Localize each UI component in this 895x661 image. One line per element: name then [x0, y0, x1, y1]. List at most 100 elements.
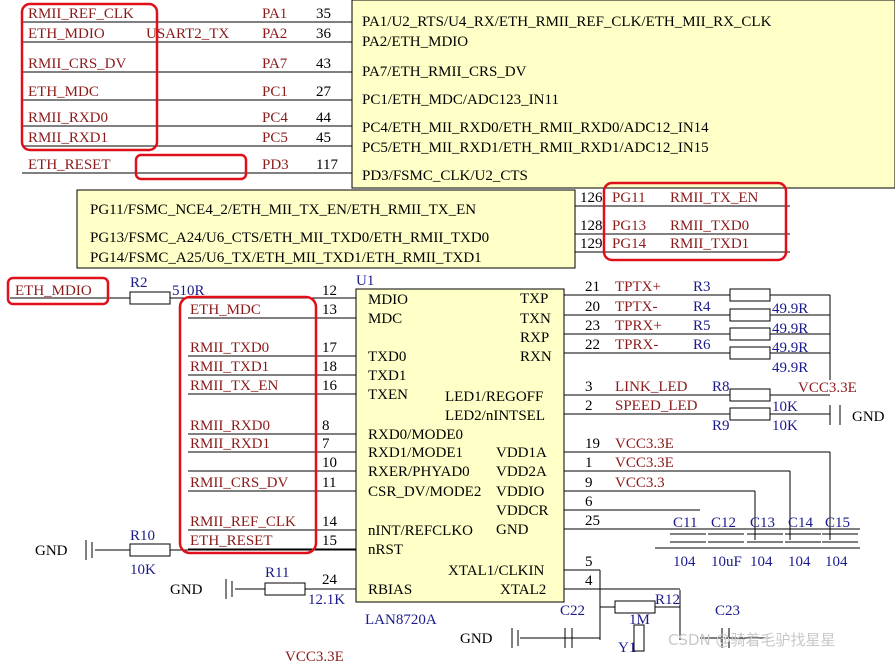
phy-ref: U1: [356, 273, 374, 289]
phy-r-res-2: R5: [693, 318, 711, 334]
term-val-0: 49.9R: [772, 301, 808, 317]
phy-r-net-2: TPRX+: [615, 318, 662, 334]
led-num-0: 3: [585, 379, 593, 395]
mcu-block-top: [351, 0, 895, 189]
cap-ref-4: C15: [825, 515, 850, 531]
mcu-pin-num-2: 43: [316, 56, 331, 72]
cap-val-3: 104: [788, 554, 811, 570]
mcu-pin-4: PC4: [262, 110, 288, 126]
r12-ref: R12: [655, 592, 680, 608]
phy-part: LAN8720A: [365, 612, 437, 628]
phy-pin-num-8: 14: [322, 514, 338, 530]
phy-pin-num-7: 11: [322, 475, 336, 491]
phy-pin-name-2: TXD1: [368, 368, 406, 384]
phy-pin-name-5: RXD1/MODE1: [368, 445, 463, 461]
mcu-pin-3: PC1: [262, 84, 288, 100]
mcu-pin-2: PA7: [262, 56, 288, 72]
phy-r-net-1: TPTX-: [615, 299, 658, 315]
mcu-pin-0: PA1: [262, 6, 287, 22]
r2-ref: R2: [130, 275, 148, 291]
led-pin-1: LED2/nINTSEL: [445, 408, 545, 424]
pin-rbias: RBIAS: [368, 582, 412, 598]
phy-net-8: RMII_REF_CLK: [190, 514, 296, 530]
phy-net-2: RMII_TXD1: [190, 359, 269, 375]
pwr-num-2: 9: [585, 475, 593, 491]
cap-val-1: 10uF: [711, 554, 742, 570]
phy-pin-name-9: nRST: [368, 542, 403, 558]
led-net-1: SPEED_LED: [615, 398, 698, 414]
net-4: RMII_RXD0: [28, 110, 108, 126]
watermark: CSDN @骑着毛驴找星星: [668, 631, 836, 649]
cap-ref-3: C14: [788, 515, 814, 531]
phy-pin-num-2: 18: [322, 359, 337, 375]
mcu-block-mid: [76, 189, 576, 269]
r10-val: 10K: [130, 562, 156, 578]
net-0: RMII_REF_CLK: [28, 6, 134, 22]
pwr-net-1: VCC3.3E: [615, 455, 674, 471]
r10-ref: R10: [130, 528, 155, 544]
pwr-num-1: 1: [585, 455, 593, 471]
mcu-pin-num-3: 27: [316, 84, 332, 100]
term-vcc: VCC3.3E: [798, 380, 857, 396]
pwr-pin-4: GND: [496, 522, 529, 538]
y1-ref: Y1: [618, 640, 636, 656]
mid-num-2: 129: [580, 236, 603, 252]
phy-pin-name-3: TXEN: [368, 387, 408, 403]
led-num-1: 2: [585, 398, 593, 414]
phy-pin-name-1: TXD0: [368, 349, 406, 365]
led-val-1: 10K: [772, 418, 798, 434]
mcu-func-3: PC1/ETH_MDC/ADC123_IN11: [362, 92, 559, 108]
phy-pin-name-6: RXER/PHYAD0: [368, 464, 470, 480]
phy-r-name-2: RXP: [520, 330, 549, 346]
mid-num-0: 126: [580, 190, 603, 206]
led-res-1: R9: [712, 418, 730, 434]
phy-pin-name-4: RXD0/MODE0: [368, 427, 463, 443]
phy-r-num-1: 20: [585, 299, 600, 315]
highlight-eth-reset: [134, 153, 248, 181]
pwr-num-0: 19: [585, 436, 600, 452]
phy-pin-num-9: 15: [322, 533, 337, 549]
pwr-net-2: VCC3.3: [615, 475, 665, 491]
net-eth-mdio: ETH_MDIO: [15, 283, 92, 299]
net-5: RMII_RXD1: [28, 130, 108, 146]
mcu-pin-num-6: 117: [316, 157, 338, 173]
mcu-func-0: PA1/U2_RTS/U4_RX/ETH_RMII_REF_CLK/ETH_MI…: [362, 14, 772, 30]
highlight-mid-nets: [602, 181, 788, 262]
mid-pin-0: PG11: [612, 190, 646, 206]
mcu-pin-1: PA2: [262, 26, 287, 42]
mid-func-1: PG13/FSMC_A24/U6_CTS/ETH_MII_TXD0/ETH_RM…: [90, 230, 489, 246]
term-val-1: 49.9R: [772, 321, 808, 337]
mid-net-0: RMII_TX_EN: [670, 190, 758, 206]
mid-pin-2: PG14: [612, 236, 647, 252]
phy-net-9: ETH_RESET: [190, 533, 273, 549]
pwr-pin-3: VDDCR: [496, 503, 549, 519]
mid-func-0: PG11/FSMC_NCE4_2/ETH_MII_TX_EN/ETH_RMII_…: [90, 202, 476, 218]
mcu-pin-num-4: 44: [316, 110, 332, 126]
phy-r-res-1: R4: [693, 299, 711, 315]
phy-pin-num-1: 17: [322, 340, 338, 356]
term-val-3: 49.9R: [772, 360, 808, 376]
mid-net-2: RMII_TXD1: [670, 236, 749, 252]
led-gnd: GND: [852, 409, 885, 425]
phy-net-4: RMII_RXD0: [190, 418, 270, 434]
phy-chip: [355, 288, 565, 603]
pin-12: 12: [322, 283, 337, 299]
net-extra-1: USART2_TX: [146, 26, 229, 42]
phy-pin-name-0: MDC: [368, 311, 402, 327]
r11-ref: R11: [265, 565, 289, 581]
pwr-pin-0: VDD1A: [496, 445, 547, 461]
phy-pin-num-6: 10: [322, 455, 337, 471]
phy-r-num-3: 22: [585, 337, 600, 353]
net-1: ETH_MDIO: [28, 26, 105, 42]
r12-val: 1M: [629, 612, 650, 628]
phy-net-5: RMII_RXD1: [190, 436, 270, 452]
phy-pin-num-5: 7: [322, 436, 330, 452]
pwr-num-4: 25: [585, 513, 600, 529]
pwr-net-0: VCC3.3E: [615, 436, 674, 452]
